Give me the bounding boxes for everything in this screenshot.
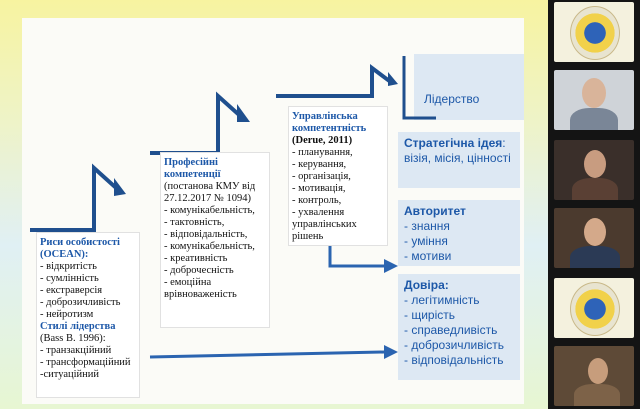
strategic-idea-text: : візія, місія, цінності [404, 136, 511, 165]
shared-slide: Лідерство Риси особистості (OCEAN): - ві… [0, 0, 548, 409]
university-emblem-icon [570, 6, 620, 60]
participant-tile-6[interactable] [554, 346, 634, 406]
connector-arrowhead-bottom [384, 345, 398, 359]
participant-tile-3[interactable] [554, 140, 634, 200]
leadership-title: Лідерство [424, 92, 480, 106]
personality-traits-list: - відкритість- сумлінність- екстраверсія… [40, 261, 136, 321]
leadership-styles-source: (Bass B. 1996): [40, 333, 106, 344]
trait-item: - нейротизм [40, 309, 94, 320]
style-item: - трансформаційний [40, 357, 131, 368]
management-item: - планування, [292, 147, 353, 158]
authority-heading: Авторитет [404, 204, 466, 218]
stair-arrow-1 [30, 163, 117, 232]
participant-tile-2[interactable] [554, 70, 634, 130]
trait-item: - сумлінність [40, 273, 99, 284]
connector-arrow-mid [328, 240, 384, 268]
leadership-tab-corner [402, 56, 436, 120]
slide-canvas: Лідерство Риси особистості (OCEAN): - ві… [22, 18, 524, 404]
stair-arrowhead-1 [114, 178, 126, 196]
trust-item: - доброзичливість [404, 338, 505, 352]
professional-competencies-title: Професійні компетенції [164, 157, 221, 180]
trust-item: - відповідальність [404, 353, 504, 367]
stair-arrowhead-2 [237, 104, 250, 122]
management-item: - ухвалення управлінських рішень [292, 207, 357, 242]
authority-item: - знання [404, 219, 450, 233]
trait-item: - доброзичливість [40, 297, 121, 308]
trust-box: Довіра: - легітимність- щирість- справед… [398, 274, 520, 380]
trust-list: - легітимність- щирість- справедливість-… [404, 293, 514, 368]
participant-video-shoulders [570, 108, 618, 130]
management-item: - контроль, [292, 195, 342, 206]
authority-box: Авторитет - знання- уміння- мотиви [398, 200, 520, 266]
leadership-tab [414, 54, 524, 120]
strategic-idea-box: Стратегічна ідея: візія, місія, цінності [398, 132, 520, 188]
management-item: - керування, [292, 159, 347, 170]
trust-heading: Довіра: [404, 278, 449, 292]
authority-item: - мотиви [404, 249, 452, 263]
participant-video-person [584, 150, 606, 178]
participant-tile-1[interactable] [554, 2, 634, 62]
trust-item: - справедливість [404, 323, 498, 337]
participant-tile-5[interactable] [554, 278, 634, 338]
leadership-styles-title: Стилі лідерства [40, 321, 116, 332]
competency-item: - креативність [164, 253, 228, 264]
trust-item: - легітимність [404, 293, 480, 307]
stair-arrow-2 [150, 91, 240, 155]
competency-item: - відповідальність, [164, 229, 248, 240]
university-emblem-icon [570, 282, 620, 336]
style-item: - транзакційний [40, 345, 112, 356]
leadership-styles-list: - транзакційний- трансформаційний-ситуац… [40, 345, 136, 381]
professional-competencies-source: (постанова КМУ від 27.12.2017 № 1094) [164, 181, 256, 204]
competency-item: - емоційна врівноваженість [164, 277, 237, 300]
participants-panel [548, 0, 640, 409]
competency-item: - тактовність, [164, 217, 225, 228]
stair-arrowhead-3 [388, 72, 398, 86]
trait-item: - екстраверсія [40, 285, 103, 296]
participant-video-shoulders [570, 246, 620, 268]
participant-video-person [582, 78, 606, 108]
professional-competencies-box: Професійні компетенції (постанова КМУ ві… [160, 152, 270, 328]
competency-item: - комунікабельність, [164, 241, 255, 252]
participant-video-person [584, 218, 606, 246]
personality-traits-title: Риси особистості (OCEAN): [40, 237, 120, 260]
authority-item: - уміння [404, 234, 448, 248]
participant-video-shoulders [572, 178, 618, 200]
stair-arrow-3 [276, 64, 391, 98]
authority-list: - знання- уміння- мотиви [404, 219, 514, 264]
connector-arrow-bottom [149, 350, 385, 359]
style-item: -ситуаційний [40, 369, 100, 380]
management-item: - мотивація, [292, 183, 346, 194]
management-competence-box: Управлінська компетентність (Derue, 2011… [288, 106, 388, 246]
professional-competencies-list: - комунікабельність,- тактовність,- відп… [164, 205, 266, 301]
participant-tile-4[interactable] [554, 208, 634, 268]
management-item: - організація, [292, 171, 351, 182]
management-competence-source: (Derue, 2011) [292, 135, 353, 146]
competency-item: - комунікабельність, [164, 205, 255, 216]
participant-video-shoulders [574, 384, 620, 406]
management-competence-list: - планування,- керування,- організація,-… [292, 147, 384, 243]
trust-item: - щирість [404, 308, 455, 322]
participant-video-person [588, 358, 608, 384]
strategic-idea-heading: Стратегічна ідея [404, 136, 503, 150]
management-competence-title: Управлінська компетентність [292, 111, 367, 134]
connector-arrowhead-mid [384, 259, 398, 273]
competency-item: - доброчесність [164, 265, 234, 276]
trait-item: - відкритість [40, 261, 97, 272]
personality-traits-box: Риси особистості (OCEAN): - відкритість-… [36, 232, 140, 398]
